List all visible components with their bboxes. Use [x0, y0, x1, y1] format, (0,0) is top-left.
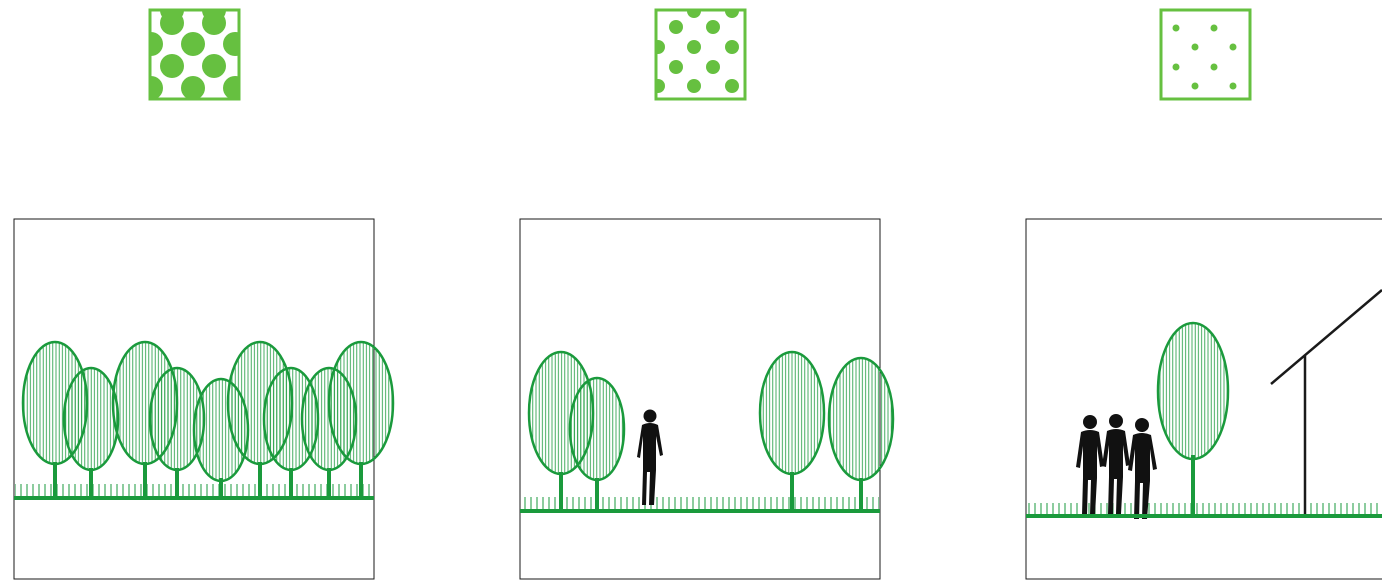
tree	[570, 378, 624, 480]
tree	[1158, 323, 1228, 459]
dense-tree-scene	[14, 219, 393, 579]
medium-density-swatch	[651, 4, 745, 99]
tree	[760, 352, 824, 474]
grass-strip	[1027, 503, 1382, 515]
low-density-swatch	[1161, 10, 1250, 99]
tree	[329, 342, 393, 464]
grass-strip	[15, 484, 373, 496]
sparse-tree-scene	[520, 219, 893, 579]
grass-strip	[521, 497, 879, 509]
tree	[829, 358, 893, 480]
tree	[64, 368, 118, 470]
high-density-swatch	[139, 0, 247, 100]
single-tree-scene	[1026, 219, 1382, 579]
